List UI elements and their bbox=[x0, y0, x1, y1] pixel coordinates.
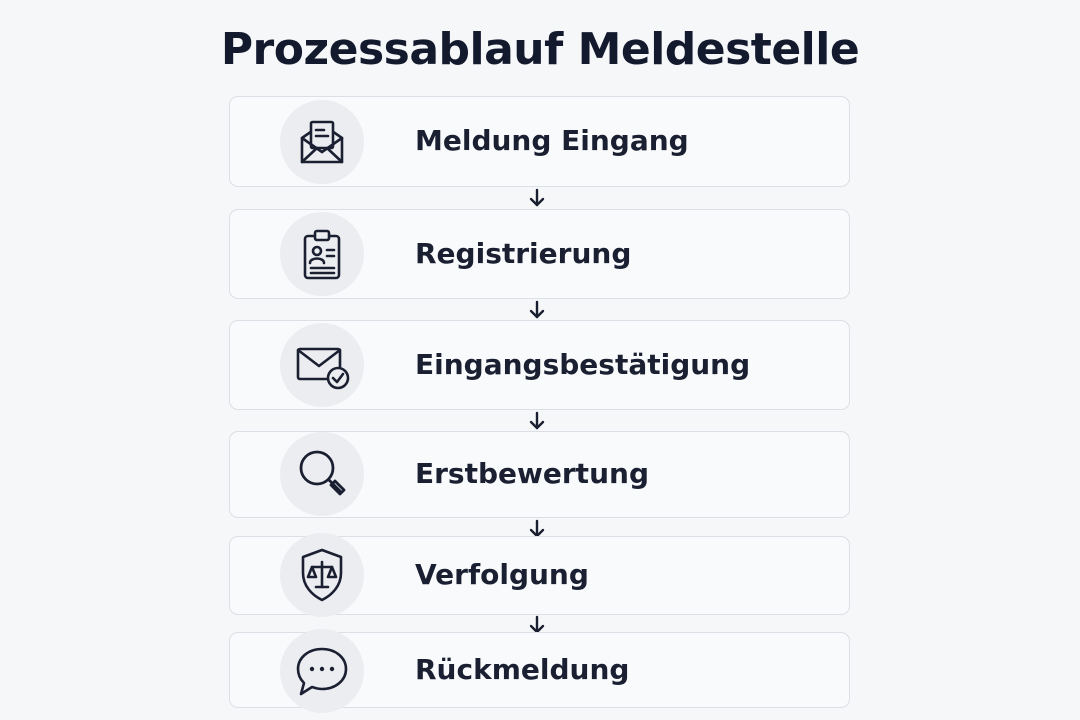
step-card-erstbewertung: Erstbewertung bbox=[229, 431, 850, 518]
page-title: Prozessablauf Meldestelle bbox=[220, 24, 860, 75]
step-card-registrierung: Registrierung bbox=[229, 209, 850, 299]
arrow-down-icon bbox=[527, 188, 547, 208]
step-card-verfolgung: Verfolgung bbox=[229, 533, 850, 617]
step-card-eingangsbestaetigung: Eingangsbestätigung bbox=[229, 320, 850, 410]
envelope-open-icon bbox=[280, 100, 364, 184]
clipboard-person-icon bbox=[280, 212, 364, 296]
step-label: Erstbewertung bbox=[415, 457, 649, 490]
step-card-rueckmeldung: Rückmeldung bbox=[229, 629, 850, 713]
shield-scales-icon bbox=[280, 533, 364, 617]
magnifier-icon bbox=[280, 432, 364, 516]
step-label: Verfolgung bbox=[415, 558, 589, 591]
step-card-meldung-eingang: Meldung Eingang bbox=[229, 96, 850, 187]
arrow-down-icon bbox=[527, 300, 547, 320]
speech-bubble-icon bbox=[280, 629, 364, 713]
step-label: Rückmeldung bbox=[415, 653, 630, 686]
arrow-down-icon bbox=[527, 411, 547, 431]
step-label: Registrierung bbox=[415, 237, 632, 270]
step-label: Eingangsbestätigung bbox=[415, 348, 751, 381]
step-label: Meldung Eingang bbox=[415, 124, 689, 157]
envelope-check-icon bbox=[280, 323, 364, 407]
